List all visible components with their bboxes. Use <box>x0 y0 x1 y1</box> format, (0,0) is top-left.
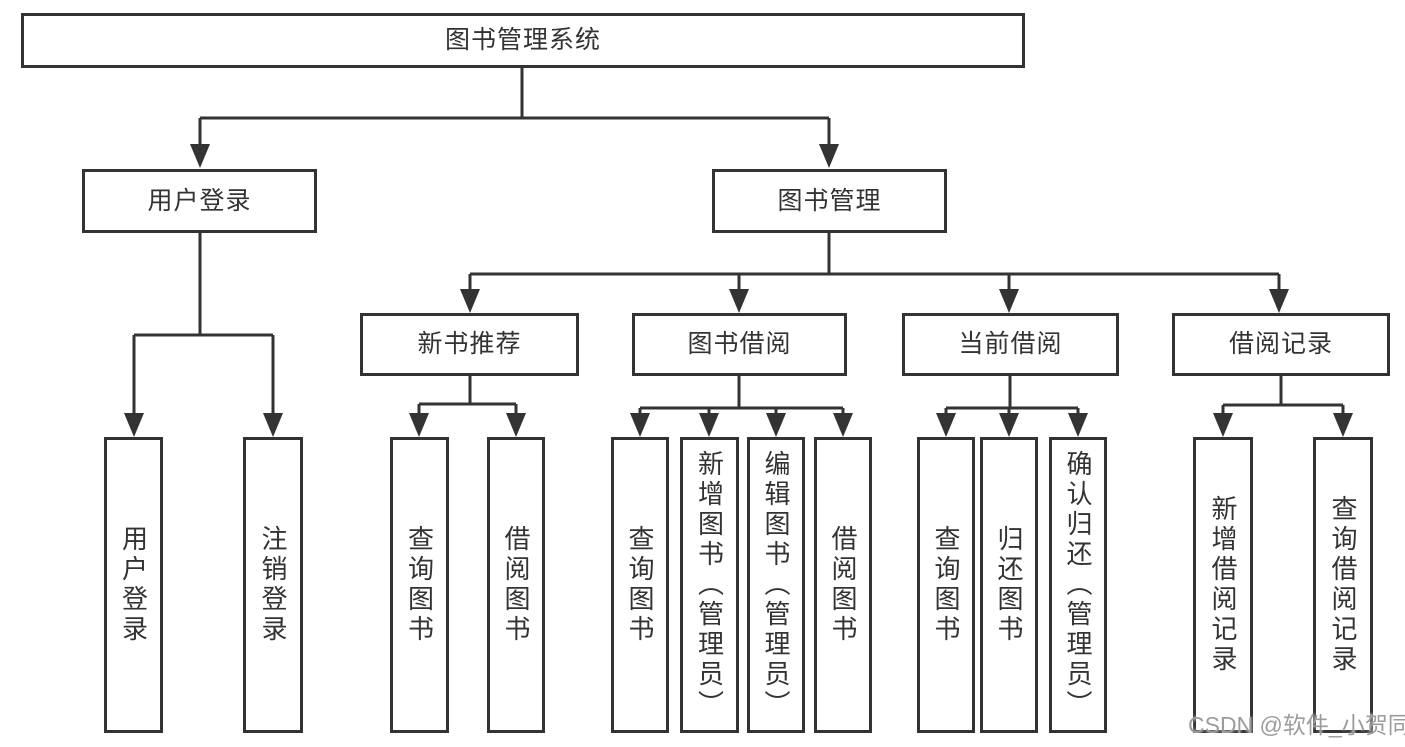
node-new-book-recommend-label: 新书推荐 <box>417 330 522 358</box>
leaf-confirm-return-admin: 确认归还（管理员） <box>1049 437 1107 733</box>
leaf-recommend-query-books: 查询图书 <box>390 437 449 733</box>
node-root-system-label: 图书管理系统 <box>444 26 601 54</box>
leaf-recommend-query-books-label: 查询图书 <box>404 525 435 645</box>
leaf-user-login-label: 用户登录 <box>118 525 149 645</box>
leaf-edit-books-admin-label: 编辑图书（管理员） <box>761 450 791 720</box>
leaf-return-books: 归还图书 <box>980 437 1038 733</box>
node-borrow-records: 借阅记录 <box>1172 313 1390 376</box>
leaf-logout-label: 注销登录 <box>258 525 288 645</box>
node-user-login-label: 用户登录 <box>147 186 252 215</box>
leaf-query-borrow-record-label: 查询借阅记录 <box>1328 495 1358 675</box>
leaf-borrow-books-label: 借阅图书 <box>828 525 858 645</box>
leaf-borrow-query-books: 查询图书 <box>611 437 669 733</box>
node-new-book-recommend: 新书推荐 <box>360 313 579 376</box>
node-current-borrow-label: 当前借阅 <box>958 330 1063 358</box>
connector-management-to-modules <box>460 233 1289 313</box>
leaf-recommend-borrow-books: 借阅图书 <box>487 437 545 733</box>
leaf-return-books-label: 归还图书 <box>994 525 1024 645</box>
leaf-logout: 注销登录 <box>243 437 303 733</box>
connector-records-to-leaves <box>1213 376 1353 437</box>
leaf-current-query-books: 查询图书 <box>917 437 975 733</box>
connector-current-to-leaves <box>936 376 1088 437</box>
connector-root-to-level2 <box>190 68 839 168</box>
leaf-add-books-admin: 新增图书（管理员） <box>680 437 739 733</box>
csdn-watermark: CSDN @软件_小贺同学 <box>1188 712 1405 738</box>
node-book-management-label: 图书管理 <box>777 186 882 215</box>
node-root-system: 图书管理系统 <box>21 13 1025 68</box>
node-book-borrow: 图书借阅 <box>632 313 847 376</box>
leaf-edit-books-admin: 编辑图书（管理员） <box>747 437 805 733</box>
leaf-borrow-query-books-label: 查询图书 <box>625 525 655 645</box>
leaf-confirm-return-admin-label: 确认归还（管理员） <box>1063 450 1093 720</box>
connector-borrow-to-leaves <box>630 376 853 437</box>
node-book-borrow-label: 图书借阅 <box>687 330 792 358</box>
node-user-login: 用户登录 <box>82 169 317 233</box>
connector-login-to-leaves <box>124 233 283 437</box>
connector-recommend-to-leaves <box>409 376 526 437</box>
leaf-current-query-books-label: 查询图书 <box>931 525 961 645</box>
leaf-recommend-borrow-books-label: 借阅图书 <box>501 525 531 645</box>
leaf-query-borrow-record: 查询借阅记录 <box>1313 437 1373 733</box>
leaf-user-login: 用户登录 <box>104 437 163 733</box>
leaf-borrow-books: 借阅图书 <box>814 437 872 733</box>
leaf-add-borrow-record-label: 新增借阅记录 <box>1208 495 1238 675</box>
node-current-borrow: 当前借阅 <box>902 313 1119 376</box>
leaf-add-borrow-record: 新增借阅记录 <box>1193 437 1253 733</box>
node-borrow-records-label: 借阅记录 <box>1228 330 1333 358</box>
node-book-management: 图书管理 <box>712 169 947 233</box>
leaf-add-books-admin-label: 新增图书（管理员） <box>694 450 725 720</box>
